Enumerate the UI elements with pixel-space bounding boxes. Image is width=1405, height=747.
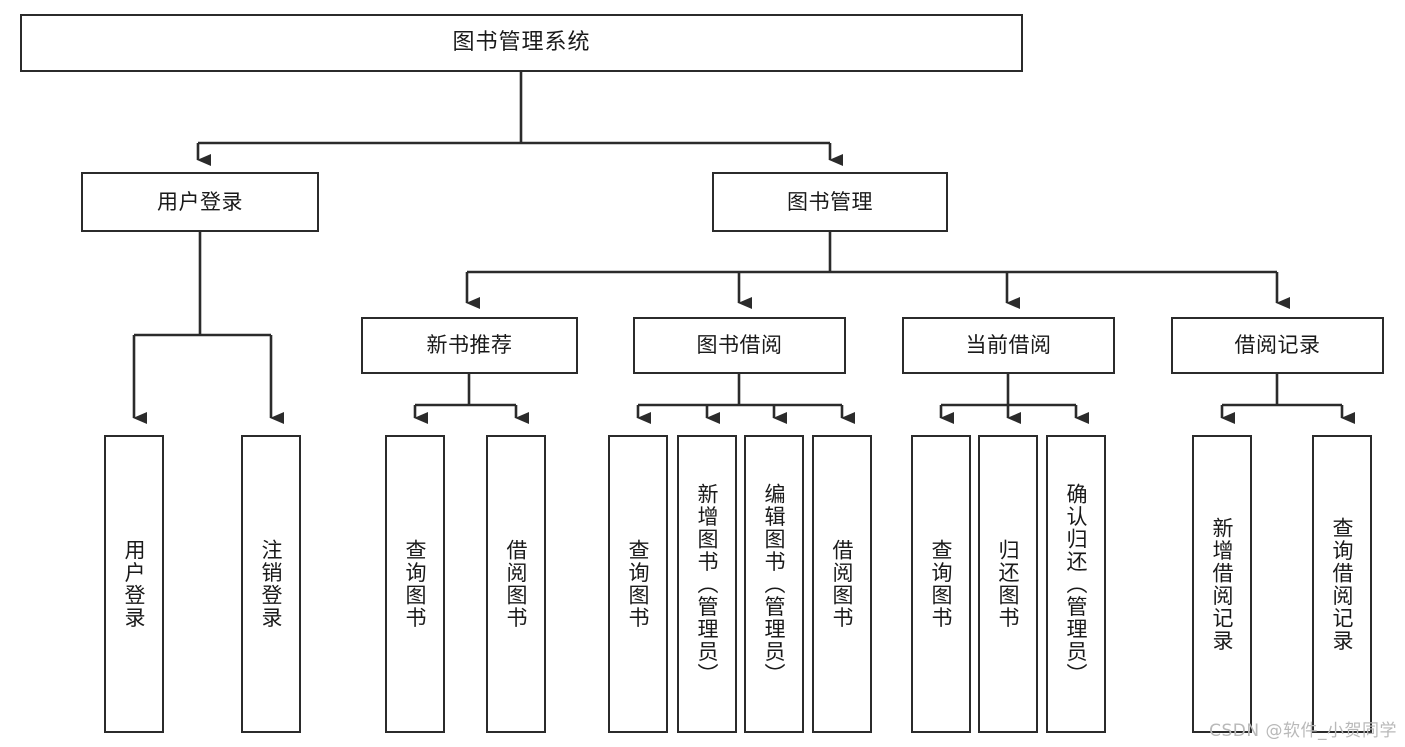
node-label: 借阅记录 [1234, 333, 1321, 358]
node-leaf-return-book[interactable]: 归还图书 [978, 435, 1038, 733]
node-leaf-confirm-return[interactable]: 确认归还（管理员） [1046, 435, 1106, 733]
node-label: 图书管理 [787, 189, 873, 214]
node-leaf-edit-book[interactable]: 编辑图书（管理员） [744, 435, 804, 733]
node-current-borrow[interactable]: 当前借阅 [902, 317, 1115, 374]
node-label: 确认归还（管理员） [1064, 482, 1089, 686]
node-leaf-query-book-2[interactable]: 查询图书 [608, 435, 668, 733]
node-leaf-borrow-book-2[interactable]: 借阅图书 [812, 435, 872, 733]
node-leaf-add-book[interactable]: 新增图书（管理员） [677, 435, 737, 733]
node-label: 用户登录 [157, 189, 243, 214]
node-label: 借阅图书 [830, 539, 855, 629]
node-leaf-query-book-3[interactable]: 查询图书 [911, 435, 971, 733]
node-label: 新增图书（管理员） [695, 482, 720, 686]
node-label: 编辑图书（管理员） [762, 482, 787, 686]
node-leaf-add-record[interactable]: 新增借阅记录 [1192, 435, 1252, 733]
node-new-book-recommend[interactable]: 新书推荐 [361, 317, 578, 374]
node-label: 查询图书 [403, 539, 428, 629]
node-label: 借阅图书 [504, 539, 529, 629]
node-label: 新书推荐 [426, 333, 513, 358]
node-label: 新增借阅记录 [1210, 516, 1235, 652]
node-label: 用户登录 [122, 539, 147, 629]
node-label: 注销登录 [259, 539, 284, 629]
node-leaf-query-record[interactable]: 查询借阅记录 [1312, 435, 1372, 733]
node-root-book-management-system[interactable]: 图书管理系统 [20, 14, 1023, 72]
node-label: 当前借阅 [965, 333, 1052, 358]
node-leaf-user-login[interactable]: 用户登录 [104, 435, 164, 733]
node-leaf-borrow-book-1[interactable]: 借阅图书 [486, 435, 546, 733]
node-leaf-logout-login[interactable]: 注销登录 [241, 435, 301, 733]
node-label: 图书借阅 [696, 333, 783, 358]
node-book-borrow[interactable]: 图书借阅 [633, 317, 846, 374]
node-borrow-record[interactable]: 借阅记录 [1171, 317, 1384, 374]
node-leaf-query-book-1[interactable]: 查询图书 [385, 435, 445, 733]
node-label: 图书管理系统 [452, 30, 591, 56]
node-label: 归还图书 [996, 539, 1021, 629]
node-label: 查询借阅记录 [1330, 516, 1355, 652]
node-book-management[interactable]: 图书管理 [712, 172, 948, 232]
watermark-text: CSDN @软件_小贺同学 [1209, 721, 1397, 741]
node-user-login[interactable]: 用户登录 [81, 172, 319, 232]
node-label: 查询图书 [929, 539, 954, 629]
node-label: 查询图书 [626, 539, 651, 629]
